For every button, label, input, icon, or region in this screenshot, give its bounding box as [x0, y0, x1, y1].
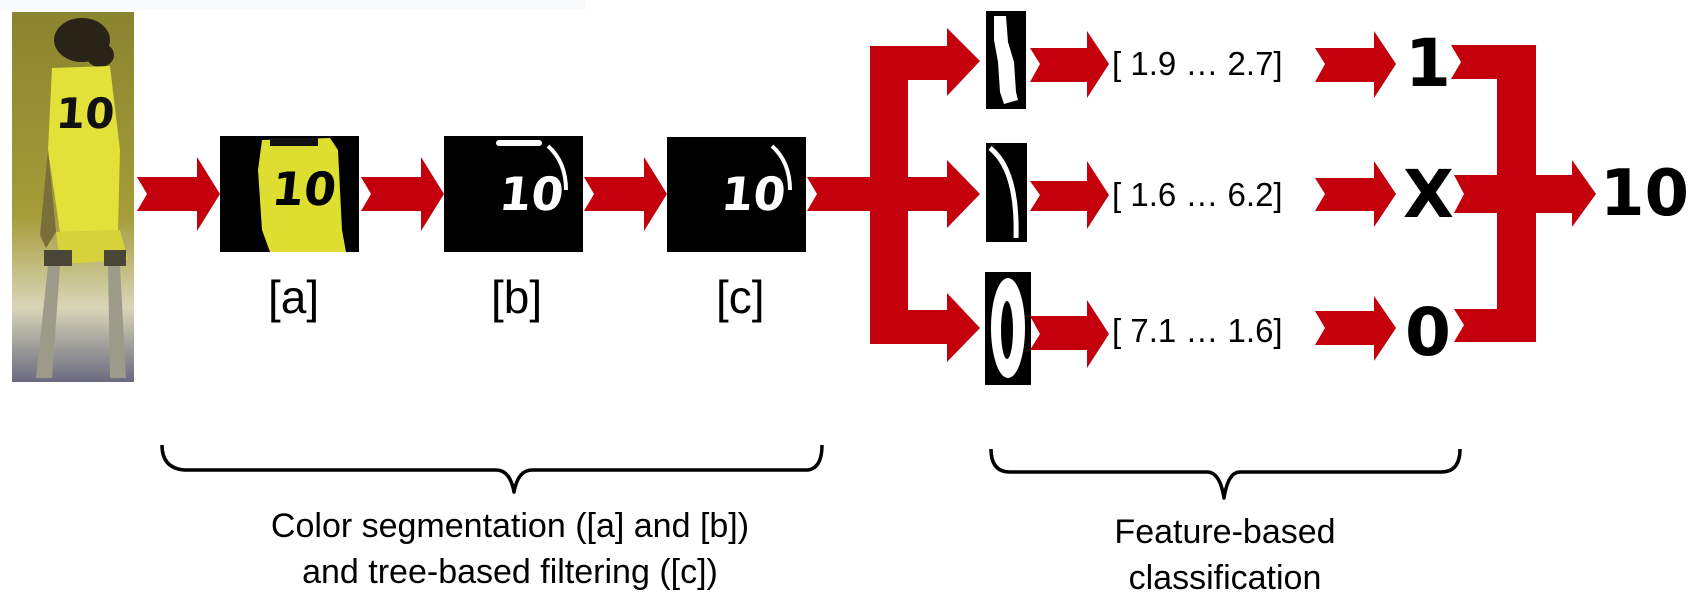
caption-right-line2: classification [1128, 559, 1322, 597]
class-label-2: X [1403, 156, 1454, 233]
left-brace [160, 444, 824, 494]
split-connector [807, 28, 980, 362]
arrow-input-to-a [137, 157, 220, 231]
class-label-1: 1 [1405, 25, 1451, 102]
arrows [137, 28, 1596, 368]
feature-vector-2: [ 1.6 … 6.2] [1112, 176, 1283, 213]
svg-text:10: 10 [719, 167, 789, 221]
arrow-b-to-c [584, 157, 667, 231]
svg-text:10: 10 [269, 162, 339, 216]
stage-image-b: 10 [444, 136, 583, 252]
svg-text:10: 10 [54, 89, 116, 138]
right-brace [989, 448, 1462, 500]
caption-left: Color segmentation ([a] and [b]) and tre… [200, 503, 820, 595]
svg-text:10: 10 [497, 167, 567, 221]
stage-label-b: [b] [491, 271, 543, 323]
input-player-image: 10 [12, 12, 134, 382]
caption-left-line2: and tree-based filtering ([c]) [302, 553, 718, 591]
arrow-vector3-to-class [1315, 296, 1396, 361]
feature-vector-3: [ 7.1 … 1.6] [1112, 312, 1283, 349]
segment-image-2 [986, 143, 1027, 242]
arrow-a-to-b [361, 157, 444, 231]
caption-right: Feature-based classification [1025, 509, 1425, 601]
arrow-vector2-to-class [1315, 161, 1396, 227]
segment-image-1 [986, 11, 1026, 109]
final-result: 10 [1600, 157, 1690, 231]
segment-image-3 [985, 272, 1031, 385]
arrow-vector1-to-class [1315, 31, 1396, 98]
caption-left-line1: Color segmentation ([a] and [b]) [270, 507, 750, 545]
stage-image-a: 10 [220, 136, 359, 252]
feature-vector-1: [ 1.9 … 2.7] [1112, 45, 1283, 82]
top-strip [0, 0, 585, 10]
arrow-seg1-to-vector [1030, 31, 1109, 98]
stage-label-a: [a] [268, 271, 320, 323]
merge-connector [1451, 45, 1596, 342]
stage-image-c: 10 [667, 137, 806, 252]
caption-right-line1: Feature-based [1114, 513, 1336, 551]
stage-label-c: [c] [716, 271, 765, 323]
class-label-3: 0 [1405, 294, 1451, 371]
arrow-seg3-to-vector [1030, 300, 1109, 368]
arrow-seg2-to-vector [1030, 161, 1109, 229]
